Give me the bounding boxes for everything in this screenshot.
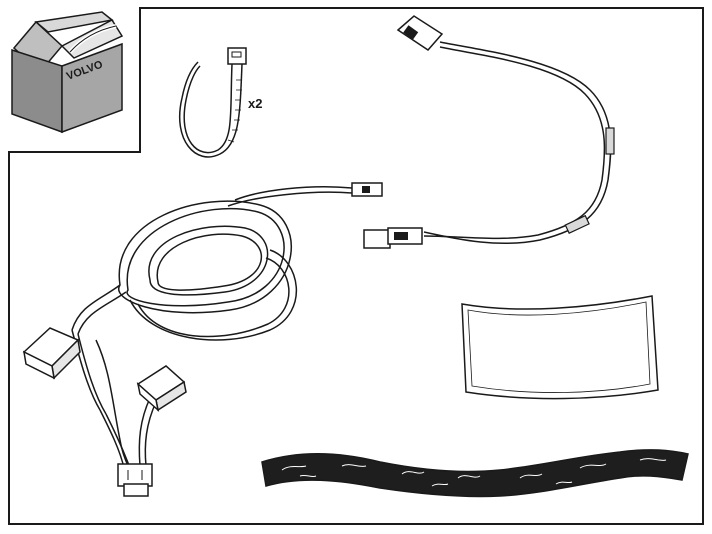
adhesive-pad (461, 295, 659, 400)
cable-tie-quantity: x2 (248, 96, 262, 111)
harness-connector-top (351, 182, 383, 197)
harness-connector-middle (136, 365, 187, 413)
antenna-connector-bottom (363, 227, 423, 249)
antenna-sleeve-1 (605, 127, 615, 155)
foam-tape-strip (261, 449, 689, 498)
harness-connector-left (22, 327, 81, 380)
antenna-sleeve-2 (564, 214, 590, 234)
box-kit-icon: VOLVO (11, 11, 124, 134)
harness-connector-bottom (117, 463, 153, 497)
antenna-cable (423, 41, 612, 245)
cable-tie-icon: x2 (178, 47, 262, 158)
long-wiring-harness (71, 186, 353, 471)
antenna-connector-top (396, 15, 444, 51)
